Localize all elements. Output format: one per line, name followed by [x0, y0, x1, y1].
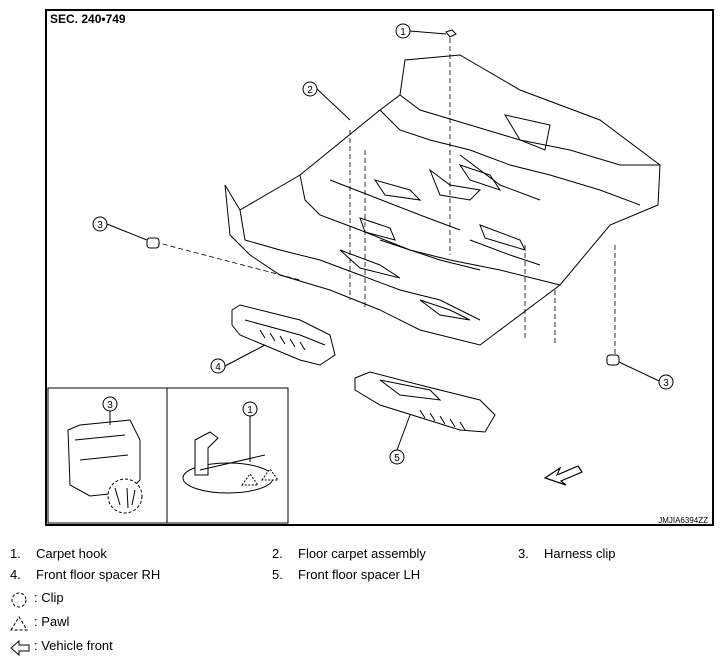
- floor-carpet-assembly: [224, 54, 661, 346]
- callout-2: 2: [302, 81, 351, 121]
- pawl-symbol-icon: [10, 616, 28, 631]
- image-code: JMJIA6394ZZ: [658, 516, 708, 525]
- harness-clip-right: [606, 354, 620, 366]
- inset-callout-3: 3: [102, 396, 118, 425]
- svg-text:2: 2: [307, 85, 313, 96]
- svg-text:1: 1: [400, 27, 406, 38]
- harness-clip-left: [146, 237, 160, 249]
- section-code: SEC. 240•749: [50, 12, 126, 26]
- svg-text:1: 1: [247, 405, 253, 416]
- callout-3-left: 3: [92, 216, 148, 241]
- svg-text:4: 4: [215, 362, 221, 373]
- vehicle-front-arrow: [543, 465, 583, 486]
- inset-carpet-hook: [182, 431, 279, 494]
- inset-harness-clip: [67, 419, 143, 514]
- vehicle-front-arrow-icon: [10, 640, 30, 656]
- callout-5: 5: [389, 414, 411, 465]
- svg-text:3: 3: [663, 378, 669, 389]
- svg-text:5: 5: [394, 453, 400, 464]
- svg-text:3: 3: [107, 400, 113, 411]
- diagram-frame: [45, 9, 714, 526]
- carpet-hook-part: [445, 29, 457, 38]
- callout-4: 4: [210, 344, 266, 374]
- callouts: 1 2 3 3 4 5: [92, 23, 674, 465]
- front-floor-spacer-lh: [354, 371, 496, 433]
- front-floor-spacer-rh: [231, 304, 336, 366]
- leader-lines: [154, 38, 616, 358]
- inset-callout-1: 1: [242, 401, 258, 462]
- callout-1: 1: [395, 23, 447, 39]
- clip-symbol-icon: [11, 592, 27, 608]
- inset-detail-box: [47, 387, 289, 524]
- svg-text:3: 3: [97, 220, 103, 231]
- callout-3-right: 3: [618, 361, 674, 390]
